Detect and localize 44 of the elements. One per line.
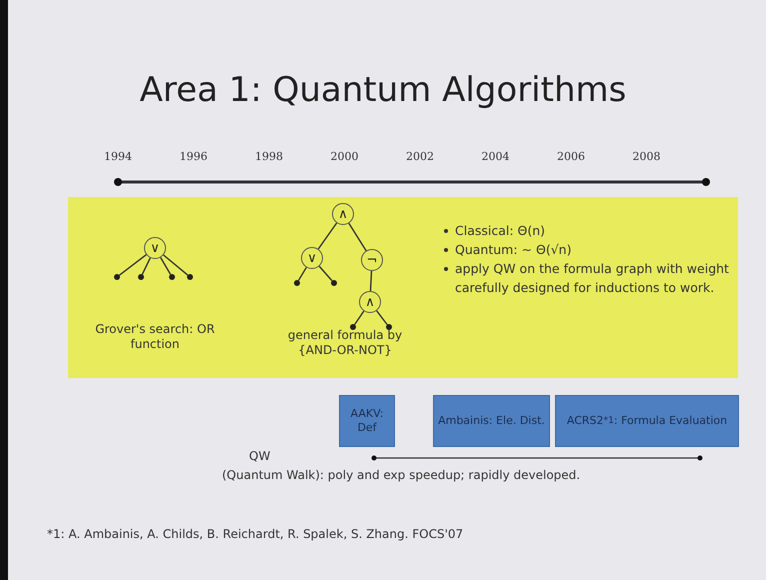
tree-branch: [376, 310, 388, 326]
tree-caption: Grover's search: OR function: [95, 322, 215, 352]
leaf-dot: [350, 324, 356, 330]
year-label: 1998: [255, 150, 283, 163]
tree-branch: [118, 254, 147, 276]
qw-label: QW: [249, 449, 270, 463]
leaf-dot: [169, 274, 175, 280]
tree-branch: [318, 222, 338, 250]
qw-note: (Quantum Walk): poly and exp speedup; rapidly developed.: [222, 468, 580, 482]
tree-branch: [163, 254, 188, 276]
tree-branch: [298, 267, 307, 281]
leaf-dot: [187, 274, 193, 280]
gate-circle: ¬: [361, 249, 383, 271]
year-label: 2004: [482, 150, 510, 163]
footnote: *1: A. Ambainis, A. Childs, B. Reichardt, R. Spalek, S. Zhang. FOCS'07: [47, 527, 464, 541]
tree-branch: [160, 257, 172, 275]
bullet-text: Classical: Θ(n): [443, 221, 733, 240]
bullet-text: apply QW on the formula graph with weight carefully designed for inductions to work.: [443, 259, 733, 297]
milestone-box: AAKV: Def: [339, 395, 395, 447]
year-label: 2008: [632, 150, 660, 163]
leaf-dot: [386, 324, 392, 330]
gate-circle: ∧: [332, 203, 354, 225]
year-label: 1996: [180, 150, 208, 163]
leaf-dot: [294, 280, 300, 286]
gate-circle: ∧: [359, 291, 381, 313]
milestone-box: Ambainis: Ele. Dist.: [433, 395, 550, 447]
year-label: 2002: [406, 150, 434, 163]
slide-title: Area 1: Quantum Algorithms: [138, 70, 628, 110]
year-label: 1994: [104, 150, 132, 163]
tree-branch: [142, 258, 151, 275]
year-label: 2006: [557, 150, 585, 163]
year-label: 2000: [330, 150, 358, 163]
tree-caption: general formula by {AND-OR-NOT}: [286, 328, 404, 358]
leaf-dot: [114, 274, 120, 280]
bullet-text: Quantum: ~ Θ(√n): [443, 240, 733, 259]
highlight-panel: [68, 197, 738, 378]
tree-branch: [354, 310, 364, 325]
leaf-dot: [138, 274, 144, 280]
tree-branch: [370, 270, 372, 292]
tree-branch: [348, 222, 367, 252]
tree-branch: [318, 266, 333, 282]
gate-circle: ∨: [301, 247, 323, 269]
leaf-dot: [331, 280, 337, 286]
gate-circle: ∨: [144, 237, 166, 259]
